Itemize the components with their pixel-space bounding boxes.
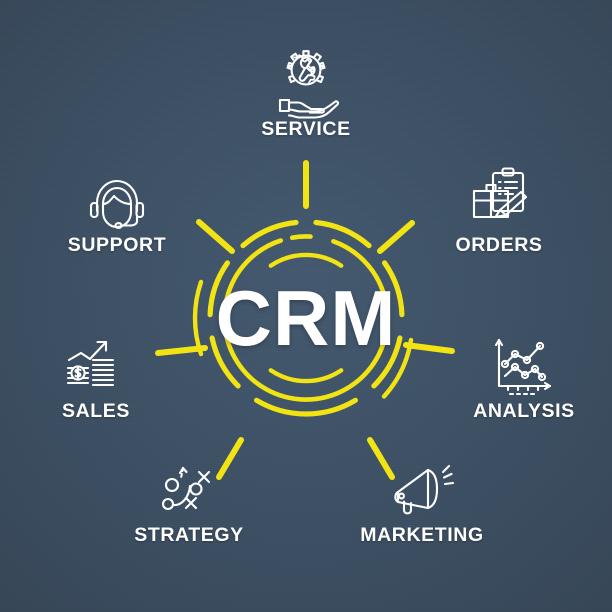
crm-center-label: CRM: [215, 274, 397, 362]
node-strategy[interactable]: STRATEGY: [99, 518, 279, 547]
halo-arc-right: [381, 337, 414, 399]
halo-arc-left: [192, 279, 204, 357]
node-label-marketing: MARKETING: [360, 524, 484, 546]
headset-agent-icon: [89, 179, 145, 229]
clipboard-box-pen-icon: [472, 167, 528, 219]
accent-arc-top: [268, 252, 344, 268]
playbook-strategy-icon: [161, 466, 211, 511]
ray-analysis: [403, 342, 455, 354]
megaphone-icon: [394, 464, 455, 515]
node-label-strategy: STRATEGY: [134, 524, 244, 546]
ray-support: [196, 219, 235, 254]
accent-arc-bottom: [268, 368, 344, 384]
node-label-orders: ORDERS: [455, 234, 543, 256]
node-label-service: SERVICE: [261, 118, 351, 140]
hand-holding-gear-icon: [278, 50, 340, 119]
outer-halo-arcs: [192, 279, 414, 399]
node-label-sales: SALES: [61, 400, 130, 422]
node-support[interactable]: SUPPORT: [27, 228, 207, 257]
ray-orders: [377, 220, 415, 254]
ray-strategy: [216, 437, 244, 480]
node-analysis[interactable]: ANALYSIS: [434, 394, 612, 423]
money-growth-chart-icon: [66, 340, 115, 387]
node-sales[interactable]: SALES: [6, 394, 186, 423]
node-service[interactable]: SERVICE: [216, 112, 396, 141]
node-label-analysis: ANALYSIS: [473, 400, 575, 422]
node-label-support: SUPPORT: [67, 234, 167, 256]
inner-accent-arcs: [268, 252, 344, 384]
outer-ring: [207, 219, 405, 417]
node-marketing[interactable]: MARKETING: [332, 518, 512, 547]
line-chart-icon: [494, 338, 552, 396]
ray-marketing: [367, 437, 395, 480]
node-orders[interactable]: ORDERS: [409, 228, 589, 257]
inner-ring: [222, 234, 390, 402]
